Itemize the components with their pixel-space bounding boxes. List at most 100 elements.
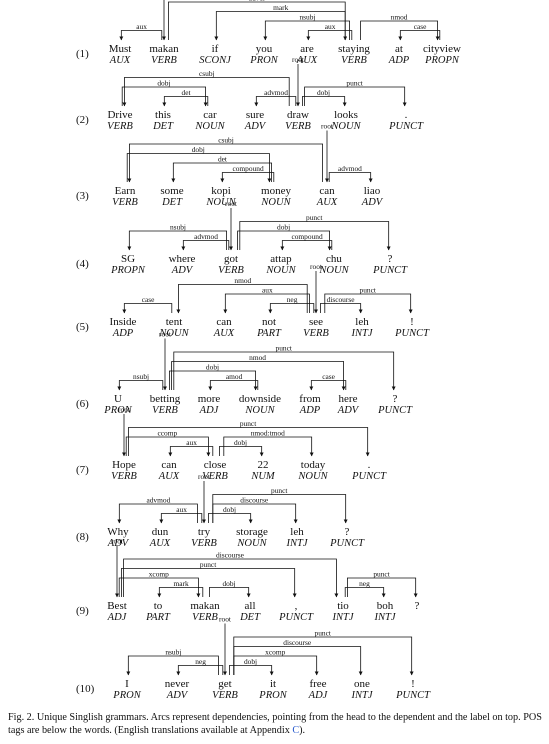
sentence-number: (7) — [76, 464, 89, 476]
dependency-arc — [280, 240, 333, 251]
pos-tag: INTJ — [351, 690, 374, 701]
dependency-arc — [128, 427, 370, 457]
word: you — [256, 43, 273, 55]
dependency-arc — [233, 636, 414, 676]
dependency-arc — [360, 20, 440, 41]
sentence-6: (6)UPRONbettingVERBmoreADJdownsideNOUNfr… — [76, 330, 413, 417]
dependency-arc — [302, 96, 347, 107]
word: chu — [326, 253, 342, 265]
arc-label: dobj — [206, 363, 219, 372]
arc-label: compound — [232, 164, 264, 173]
dependency-arc — [126, 655, 219, 676]
pos-tag: NOUN — [330, 121, 361, 132]
dependency-arc — [117, 503, 198, 524]
arc-label: nmod:tmod — [251, 429, 285, 438]
sentence-number: (4) — [76, 258, 89, 270]
sentence-number: (1) — [76, 48, 89, 60]
pos-tag: ADV — [361, 197, 384, 208]
pos-tag: PUNCT — [395, 690, 431, 701]
word: storage — [236, 526, 268, 538]
arc-label: punct — [240, 419, 257, 428]
pos-tag: NOUN — [236, 538, 267, 549]
pos-tag: INTJ — [351, 328, 374, 339]
arc-label: mark — [173, 579, 188, 588]
pos-tag: PRON — [249, 55, 278, 66]
dependency-arc — [176, 665, 224, 676]
word: Must — [109, 43, 132, 55]
dependency-arc — [208, 513, 253, 524]
pos-tag: SCONJ — [199, 55, 232, 66]
dependency-arc — [263, 20, 350, 41]
pos-tag: AUX — [213, 328, 235, 339]
root-label: root — [292, 55, 305, 64]
pos-tag: NOUN — [297, 471, 328, 482]
word: makan — [149, 43, 179, 55]
pos-tag: INTJ — [374, 612, 397, 623]
arc-label: neg — [287, 295, 298, 304]
arc-label: aux — [325, 22, 336, 31]
sentence-number: (9) — [76, 605, 89, 617]
root-label: root — [111, 537, 124, 546]
word: makan — [190, 600, 220, 612]
word: Earn — [115, 185, 136, 197]
word: can — [319, 185, 335, 197]
word: ? — [415, 600, 420, 612]
arc-label: neg — [359, 579, 370, 588]
pos-tag: VERB — [151, 55, 177, 66]
word: some — [160, 185, 183, 197]
arc-label: punct — [276, 344, 293, 353]
sentence-5: (5)InsideADPtentNOUNcanAUXnotPARTseeVERB… — [76, 262, 430, 339]
dependency-arc — [117, 380, 164, 391]
word: tio — [337, 600, 349, 612]
pos-tag: VERB — [218, 265, 244, 276]
word: from — [299, 393, 321, 405]
sentence-number: (8) — [76, 531, 89, 543]
dependency-arc — [223, 293, 310, 314]
pos-tag: PROPN — [110, 265, 146, 276]
arc-label: ccomp — [157, 429, 177, 438]
pos-tag: ADP — [388, 55, 410, 66]
arc-label: dobj — [277, 223, 290, 232]
arc-label: punct — [373, 570, 390, 579]
root-label: root — [118, 405, 131, 414]
dependency-arc — [125, 436, 211, 457]
sentence-number: (5) — [76, 321, 89, 333]
arc-label: punct — [306, 213, 323, 222]
sentence-2: (2)DriveVERBthisDETcarNOUNsureADVdrawVER… — [76, 55, 424, 132]
word: I — [125, 678, 129, 690]
dependency-arc — [344, 587, 386, 598]
pos-tag: PUNCT — [278, 612, 314, 623]
pos-tag: INTJ — [286, 538, 309, 549]
dependency-arc — [347, 577, 418, 598]
pos-tag: NOUN — [205, 197, 236, 208]
dependency-arc — [173, 351, 396, 391]
arc-label: case — [414, 22, 427, 31]
arc-label: discourse — [216, 551, 245, 560]
dependency-arc — [126, 153, 272, 183]
word: leh — [355, 316, 369, 328]
dependency-arc — [118, 577, 201, 598]
appendix-link[interactable]: C — [292, 725, 300, 736]
pos-tag: PART — [145, 612, 171, 623]
word: if — [212, 43, 219, 55]
dependency-arc — [123, 558, 339, 598]
dependency-arc — [268, 303, 315, 314]
sentence-7: (7)HopeVERBcanAUXcloseVERB22NUMtodayNOUN… — [76, 405, 387, 482]
arc-label: nmod — [234, 276, 251, 285]
arc-label: csubj — [218, 136, 234, 145]
dependency-arc — [168, 446, 214, 457]
sentence-8: (8)WhyADVdunAUXtryVERBstorageNOUNlehINTJ… — [76, 472, 365, 549]
pos-tag: PUNCT — [329, 538, 365, 549]
dependency-arc — [162, 96, 209, 107]
pos-tag: ADP — [112, 328, 134, 339]
dependency-arc — [209, 587, 251, 598]
arc-label: dobj — [244, 657, 257, 666]
pos-tag: VERB — [111, 471, 137, 482]
pos-tag: AUX — [149, 538, 171, 549]
root-label: root — [159, 330, 172, 339]
word: get — [218, 678, 231, 690]
arc-label: punct — [200, 560, 217, 569]
arc-label: dobj — [192, 145, 205, 154]
arc-label: dobj — [234, 438, 247, 447]
